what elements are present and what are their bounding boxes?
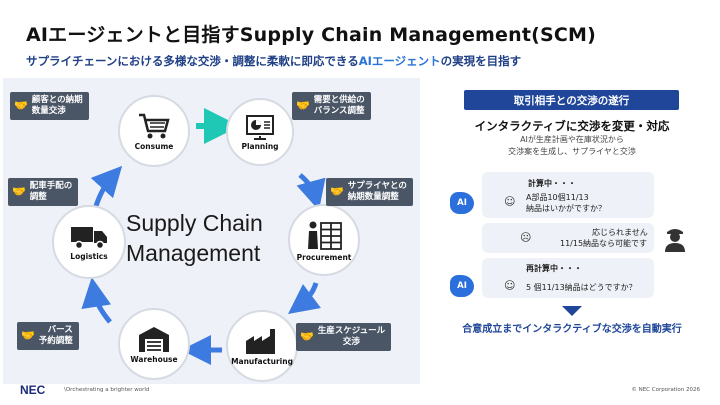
node-manufacturing[interactable]: Manufacturing [226, 310, 298, 382]
scm-line1: Supply Chain [126, 210, 263, 236]
supplier-boxes-icon [308, 221, 342, 250]
ai-face-icon: ☺ [504, 195, 516, 208]
handshake-icon: 🤝 [300, 330, 314, 344]
tag-text: 生産スケジュール [317, 326, 386, 337]
tag-text: 需要と供給の [313, 95, 365, 106]
ai-message-1: 計算中・・・ ☺ A部品10個11/13 納品はいかがですか？ [482, 172, 654, 218]
node-logistics[interactable]: Logistics [52, 205, 126, 279]
node-logistics-label: Logistics [70, 251, 108, 261]
message-line: 応じられません [592, 228, 648, 237]
node-warehouse-label: Warehouse [130, 354, 178, 364]
arrow-logistics-consume [90, 165, 123, 207]
handshake-icon: 🤝 [14, 99, 28, 113]
arrow-warehouse-logistics [81, 277, 112, 324]
message-line: A部品10個11/13 [526, 193, 589, 202]
ai-agent-icon: AI [450, 192, 474, 214]
node-manufacturing-label: Manufacturing [231, 356, 293, 366]
chart-board-icon [246, 114, 274, 140]
status-text: 再計算中・・・ [526, 264, 582, 273]
tag-text: 予約調整 [38, 336, 73, 346]
supplier-person-icon [665, 229, 685, 252]
status-text: 計算中・・・ [528, 179, 576, 188]
tag-supplier-adjust: 🤝サプライヤとの納期数量調整 [326, 178, 413, 206]
tag-text: サプライヤとの [347, 181, 407, 192]
negotiation-footer: 合意成立までインタラクティブな交渉を自動実行 [462, 324, 682, 335]
copyright: © NEC Corporation 2026 [631, 387, 700, 393]
warehouse-icon [139, 326, 169, 352]
arrow-procurement-manufacturing [288, 282, 322, 315]
tag-customer-negotiation: 🤝顧客との納期数量交渉 [10, 92, 89, 120]
node-warehouse[interactable]: Warehouse [118, 308, 190, 380]
tag-berth-reservation: 🤝 バース予約調整 [17, 322, 79, 350]
page-subtitle: サプライチェーンにおける多様な交渉・調整に柔軟に即応できるAIエージェントの実現… [26, 53, 521, 69]
arrow-planning-procurement [296, 173, 326, 211]
handshake-icon: 🤝 [296, 99, 310, 113]
negotiation-heading: インタラクティブに交渉を変更・対応 [474, 119, 670, 133]
scm-line2: Management [126, 240, 261, 266]
subtitle-part: サプライチェーンにおける多様な交渉・調整に柔軟に即応できる [26, 54, 359, 68]
handshake-icon: 🤝 [21, 329, 35, 343]
message-line: 納品はいかがですか？ [526, 204, 606, 213]
tag-text: 配車手配の [29, 181, 73, 192]
subtitle-part-end: の実現を目指す [440, 54, 522, 68]
tagline: \Orchestrating a brighter world [64, 387, 150, 393]
supplier-face-icon: ☹ [520, 231, 532, 244]
tag-dispatch-adjust: 🤝配車手配の調整 [8, 178, 79, 206]
ai-agent-icon: AI [450, 275, 474, 297]
negotiation-description: AIが生産計画や在庫状況から 交渉案を生成し、サプライヤと交渉 [436, 134, 708, 158]
node-planning-label: Planning [241, 141, 279, 151]
tag-production-schedule: 🤝生産スケジュール交渉 [296, 323, 392, 351]
node-consume-label: Consume [134, 141, 174, 151]
message-line: 11/15納品なら可能です [560, 239, 648, 248]
scm-center-label: Supply Chain Management [126, 208, 263, 268]
factory-icon [246, 328, 275, 354]
message-line: 5 個11/13納品はどうですか？ [526, 283, 637, 292]
node-consume[interactable]: Consume [118, 95, 190, 167]
tag-text: バランス調整 [313, 106, 365, 116]
tag-supply-demand: 🤝需要と供給のバランス調整 [292, 92, 371, 120]
description-line: 交渉案を生成し、サプライヤと交渉 [508, 147, 636, 156]
tag-text: 顧客との納期 [31, 95, 83, 106]
tag-text: 納期数量調整 [347, 192, 399, 202]
down-arrow-icon [562, 306, 582, 316]
nec-logo: NEC [20, 383, 46, 397]
ai-face-icon: ☺ [504, 279, 516, 292]
subtitle-highlight: AIエージェント [358, 54, 441, 68]
truck-icon [71, 226, 107, 249]
handshake-icon: 🤝 [330, 185, 344, 199]
supplier-message: ☹ 応じられません 11/15納品なら可能です [482, 223, 654, 253]
tag-text: 数量交渉 [31, 106, 66, 116]
node-planning[interactable]: Planning [226, 98, 294, 166]
cart-icon [139, 113, 170, 138]
tag-text: バース [47, 325, 73, 336]
tag-text: 調整 [29, 192, 47, 202]
node-procurement[interactable]: Procurement [288, 204, 360, 276]
description-line: AIが生産計画や在庫状況から [520, 135, 624, 144]
cycle-arrows [81, 108, 326, 365]
negotiation-header: 取引相手との交渉の遂行 [464, 90, 679, 110]
tag-text: 交渉 [342, 337, 360, 347]
page-title: AIエージェントと目指すSupply Chain Management(SCM) [26, 24, 597, 46]
handshake-icon: 🤝 [12, 185, 26, 199]
node-procurement-label: Procurement [296, 252, 352, 262]
ai-message-2: 再計算中・・・ ☺ 5 個11/13納品はどうですか？ [482, 258, 654, 298]
